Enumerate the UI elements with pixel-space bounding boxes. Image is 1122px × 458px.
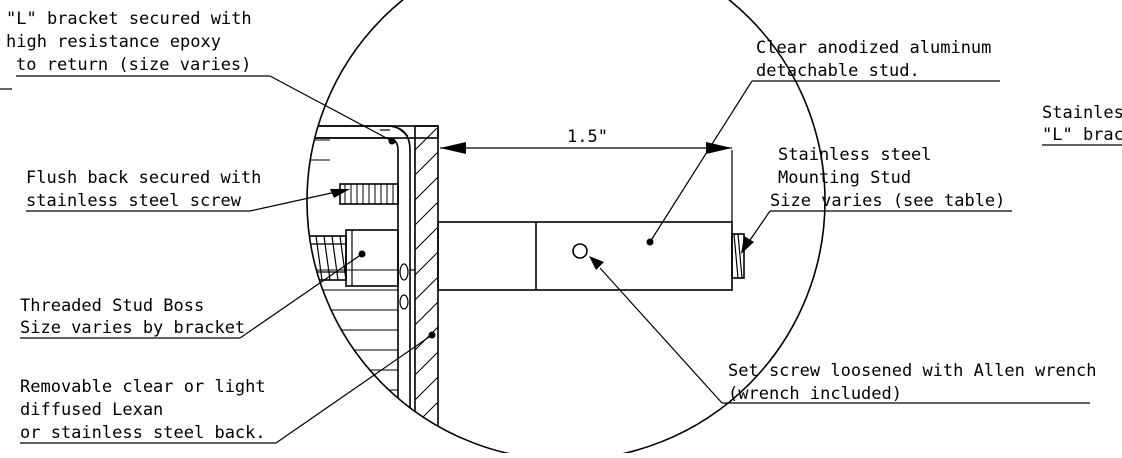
callout-l-bracket: "L" bracket secured with high resistance… <box>0 9 396 145</box>
callout-mounting-stud-line-3: Size varies (see table) <box>770 191 1005 211</box>
callout-l-bracket-line-1: "L" bracket secured with <box>6 9 252 29</box>
callout-l-bracket-line-2: high resistance epoxy <box>6 32 221 52</box>
callout-cut-off: Stainless "L" bracl <box>1042 103 1122 146</box>
callout-l-bracket-line-3: to return (size varies) <box>16 55 251 75</box>
aluminum-detachable-stud <box>437 221 733 291</box>
callout-mounting-stud: Stainless steel Mounting Stud Size varie… <box>741 145 1012 254</box>
callout-threaded-boss: Threaded Stud Boss Size varies by bracke… <box>20 250 366 339</box>
back-box-hatching <box>307 139 398 451</box>
callout-flush-back-line-2: stainless steel screw <box>26 191 242 211</box>
dimension-1-5: 1.5" <box>440 127 732 154</box>
flush-back-screw <box>339 183 399 205</box>
callout-clear-stud-line-2: detachable stud. <box>756 61 920 81</box>
assembly-section <box>307 125 745 458</box>
callout-flush-back: Flush back secured with stainless steel … <box>26 168 350 212</box>
callout-set-screw-line-2: (wrench included) <box>728 384 902 404</box>
callout-removable-back-line-2: diffused Lexan <box>20 400 163 420</box>
callout-threaded-boss-line-1: Threaded Stud Boss <box>20 296 204 316</box>
callout-flush-back-line-1: Flush back secured with <box>26 168 261 188</box>
mounting-stud-thread <box>731 233 745 279</box>
detail-circle <box>306 0 826 458</box>
callout-cut-off-line-1: Stainless <box>1042 103 1122 123</box>
callout-removable-back-line-3: or stainless steel back. <box>20 423 266 443</box>
callout-cut-off-line-2: "L" bracl <box>1042 125 1122 145</box>
callout-removable-back: Removable clear or light diffused Lexan … <box>20 331 436 444</box>
set-screw <box>572 243 588 259</box>
callout-set-screw-line-1: Set screw loosened with Allen wrench <box>728 361 1096 381</box>
threaded-stud-boss <box>307 229 399 287</box>
callout-set-screw: Set screw loosened with Allen wrench (wr… <box>589 256 1096 404</box>
callout-removable-back-line-1: Removable clear or light <box>20 377 266 397</box>
callout-mounting-stud-line-2: Mounting Stud <box>778 168 911 188</box>
dimension-label: 1.5" <box>567 127 608 147</box>
callout-clear-stud: Clear anodized aluminum detachable stud. <box>646 38 1000 246</box>
callout-mounting-stud-line-1: Stainless steel <box>778 145 932 165</box>
callout-threaded-boss-line-2: Size varies by bracket <box>20 318 245 338</box>
callout-clear-stud-line-1: Clear anodized aluminum <box>756 38 991 58</box>
